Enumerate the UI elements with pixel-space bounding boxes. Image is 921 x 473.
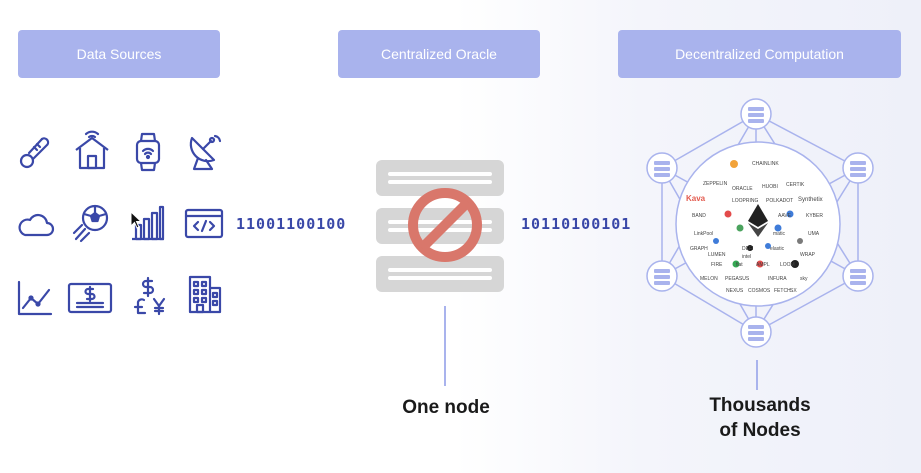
logo-fire: FIRE	[711, 262, 723, 268]
logo-kyber: KYBER	[806, 213, 823, 219]
prohibited-icon	[406, 186, 484, 264]
thousands-line1: Thousands	[709, 395, 811, 416]
smart-home-icon	[72, 130, 112, 170]
header-decentralized-computation: Decentralized Computation	[618, 30, 901, 78]
logo-loopring: LOOPRING	[732, 198, 759, 204]
decentralized-network-diagram	[640, 96, 880, 360]
logo-ampl: AMPL	[756, 262, 770, 268]
logo-linkpool: LinkPool	[694, 231, 714, 237]
logo-elastic: elastic	[770, 246, 785, 252]
bar-chart-icon	[128, 203, 168, 243]
logo-fiat: fiat	[736, 262, 743, 268]
logo-certik: CERTIK	[786, 182, 805, 188]
logo-graph: GRAPH	[690, 246, 708, 252]
code-window-icon	[184, 203, 224, 243]
building-icon	[184, 274, 224, 314]
currency-icon	[130, 276, 170, 316]
logo-uma: UMA	[808, 231, 820, 237]
header-decentralized-computation-label: Decentralized Computation	[675, 46, 844, 62]
payment-check-icon	[66, 278, 114, 318]
logo-defi: DEFI	[742, 246, 754, 252]
logo-pegasus: PEGASUS	[725, 276, 750, 282]
logo-band: BAND	[692, 213, 706, 219]
cloud-icon	[15, 203, 55, 243]
logo-fetch: FETCH	[774, 288, 791, 294]
thousands-line2: of Nodes	[719, 420, 801, 441]
logo-sky: sky	[800, 276, 808, 282]
logo-melon: MELON	[700, 276, 718, 282]
header-centralized-oracle-label: Centralized Oracle	[381, 46, 497, 62]
one-node-label: One node	[402, 397, 490, 418]
logo-matic: matic	[773, 231, 785, 237]
header-data-sources: Data Sources	[18, 30, 220, 78]
smartwatch-icon	[128, 132, 168, 172]
logo-loom: LOOM	[780, 262, 795, 268]
thousands-of-nodes-label: Thousands of Nodes	[680, 393, 840, 443]
header-data-sources-label: Data Sources	[76, 46, 162, 62]
logo-nexus: NEXUS	[726, 288, 744, 294]
soccer-ball-icon	[72, 203, 112, 243]
satellite-dish-icon	[184, 132, 224, 172]
line-chart-icon	[15, 278, 55, 318]
header-centralized-oracle: Centralized Oracle	[338, 30, 540, 78]
logo-kava: Kava	[686, 194, 706, 203]
binary-left: 11001100100	[236, 215, 347, 233]
logo-chainlink: CHAINLINK	[752, 161, 779, 167]
logo-oracle: ORACLE	[732, 186, 753, 192]
logo-zeppelin: ZEPPELIN	[703, 181, 728, 187]
logo-intel: intel	[742, 254, 752, 260]
logo-cosmos: COSMOS	[748, 288, 771, 294]
logo-polkadot: POLKADOT	[766, 198, 794, 204]
one-node-connector	[444, 306, 446, 386]
binary-right: 10110100101	[521, 215, 632, 233]
logo-huobi: HUOBI	[762, 184, 778, 190]
thousands-connector	[756, 360, 758, 390]
logo-aave: AAVE	[778, 213, 791, 219]
logo-lumen: LUMEN	[708, 252, 726, 258]
mouse-cursor-icon	[130, 210, 143, 229]
logo-sx: SX	[790, 288, 797, 294]
thermometer-icon	[15, 132, 55, 172]
network-lines	[646, 98, 874, 348]
logo-synthetix: Synthetix	[798, 197, 823, 203]
logo-wrap: WRAP	[800, 252, 815, 258]
logo-infura: INFURA	[768, 276, 787, 282]
